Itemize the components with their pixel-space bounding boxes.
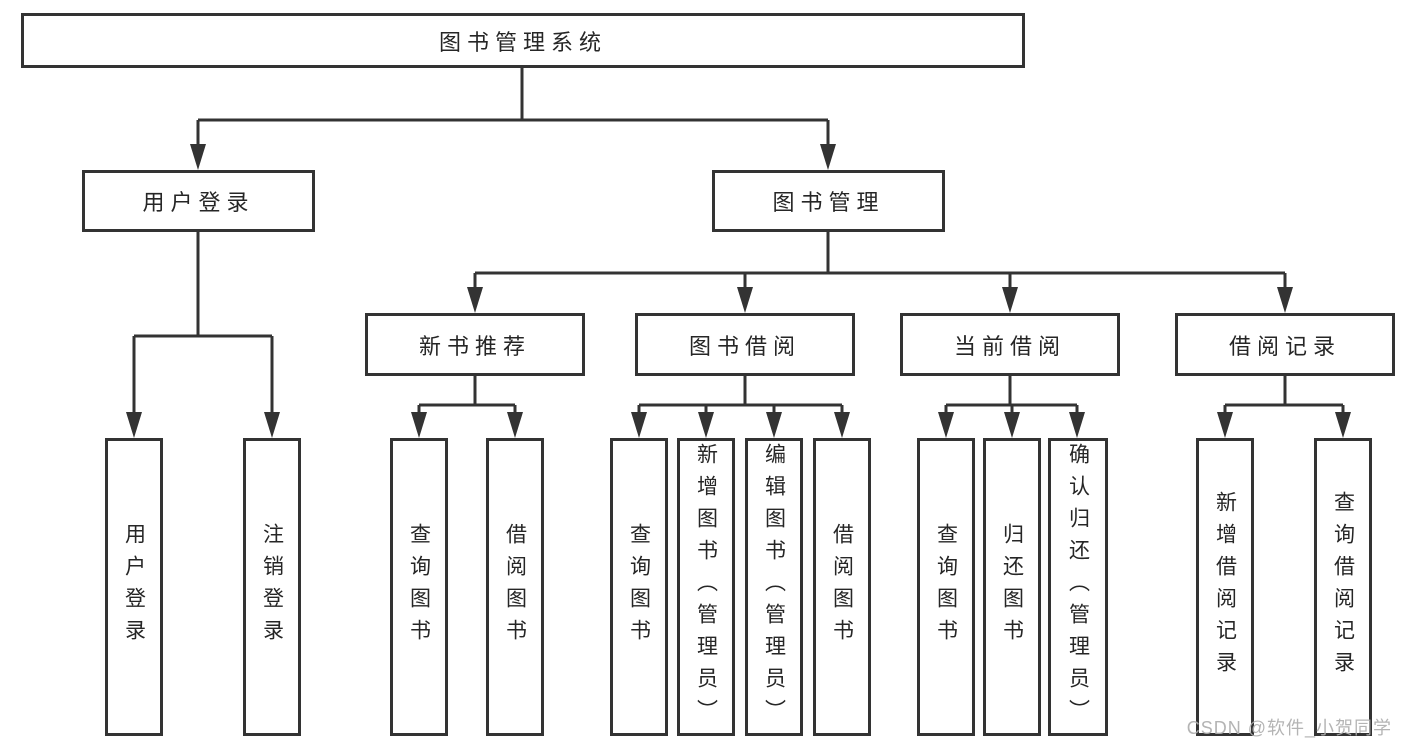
arrowheads: [126, 144, 1351, 438]
node-borrow-record-label: 借阅记录: [1228, 333, 1341, 359]
leaf-add-borrow-record-label: 新增借阅记录: [1213, 491, 1237, 683]
leaf-query-books-current: 查询图书: [917, 438, 975, 736]
node-user-login: 用户登录: [82, 170, 315, 232]
watermark: CSDN @软件_小贺同学: [1186, 718, 1392, 738]
node-book-borrow-label: 图书借阅: [688, 333, 801, 359]
node-current-borrow-label: 当前借阅: [953, 333, 1066, 359]
leaf-add-borrow-record: 新增借阅记录: [1196, 438, 1254, 736]
node-root: 图书管理系统: [21, 13, 1025, 68]
leaf-query-books-borrow-label: 查询图书: [627, 523, 651, 651]
leaf-logout: 注销登录: [243, 438, 301, 736]
leaf-add-books-admin-label: 新增图书（管理员）: [694, 443, 718, 731]
leaf-user-login: 用户登录: [105, 438, 163, 736]
leaf-query-books-current-label: 查询图书: [934, 523, 958, 651]
leaf-borrow-books-recommend: 借阅图书: [486, 438, 544, 736]
leaf-user-login-label: 用户登录: [122, 523, 146, 651]
node-current-borrow: 当前借阅: [900, 313, 1120, 376]
leaf-query-books-borrow: 查询图书: [610, 438, 668, 736]
leaf-edit-books-admin: 编辑图书（管理员）: [745, 438, 803, 736]
leaf-add-books-admin: 新增图书（管理员）: [677, 438, 735, 736]
leaf-query-borrow-record-label: 查询借阅记录: [1331, 491, 1355, 683]
leaf-query-borrow-record: 查询借阅记录: [1314, 438, 1372, 736]
node-book-borrow: 图书借阅: [635, 313, 855, 376]
leaf-return-books: 归还图书: [983, 438, 1041, 736]
leaf-borrow-books: 借阅图书: [813, 438, 871, 736]
leaf-confirm-return-admin: 确认归还（管理员）: [1048, 438, 1108, 736]
leaf-logout-label: 注销登录: [260, 523, 284, 651]
node-borrow-record: 借阅记录: [1175, 313, 1395, 376]
leaf-return-books-label: 归还图书: [1000, 523, 1024, 651]
node-new-book-recommend-label: 新书推荐: [418, 333, 531, 359]
node-user-login-label: 用户登录: [142, 190, 255, 215]
leaf-query-books-recommend: 查询图书: [390, 438, 448, 736]
node-book-management-label: 图书管理: [772, 190, 885, 215]
leaf-borrow-books-recommend-label: 借阅图书: [503, 523, 527, 651]
node-book-management: 图书管理: [712, 170, 945, 232]
leaf-borrow-books-label: 借阅图书: [830, 523, 854, 651]
leaf-query-books-recommend-label: 查询图书: [407, 523, 431, 651]
leaf-confirm-return-admin-label: 确认归还（管理员）: [1066, 443, 1090, 731]
node-new-book-recommend: 新书推荐: [365, 313, 585, 376]
node-root-label: 图书管理系统: [438, 29, 607, 55]
leaf-edit-books-admin-label: 编辑图书（管理员）: [762, 443, 786, 731]
